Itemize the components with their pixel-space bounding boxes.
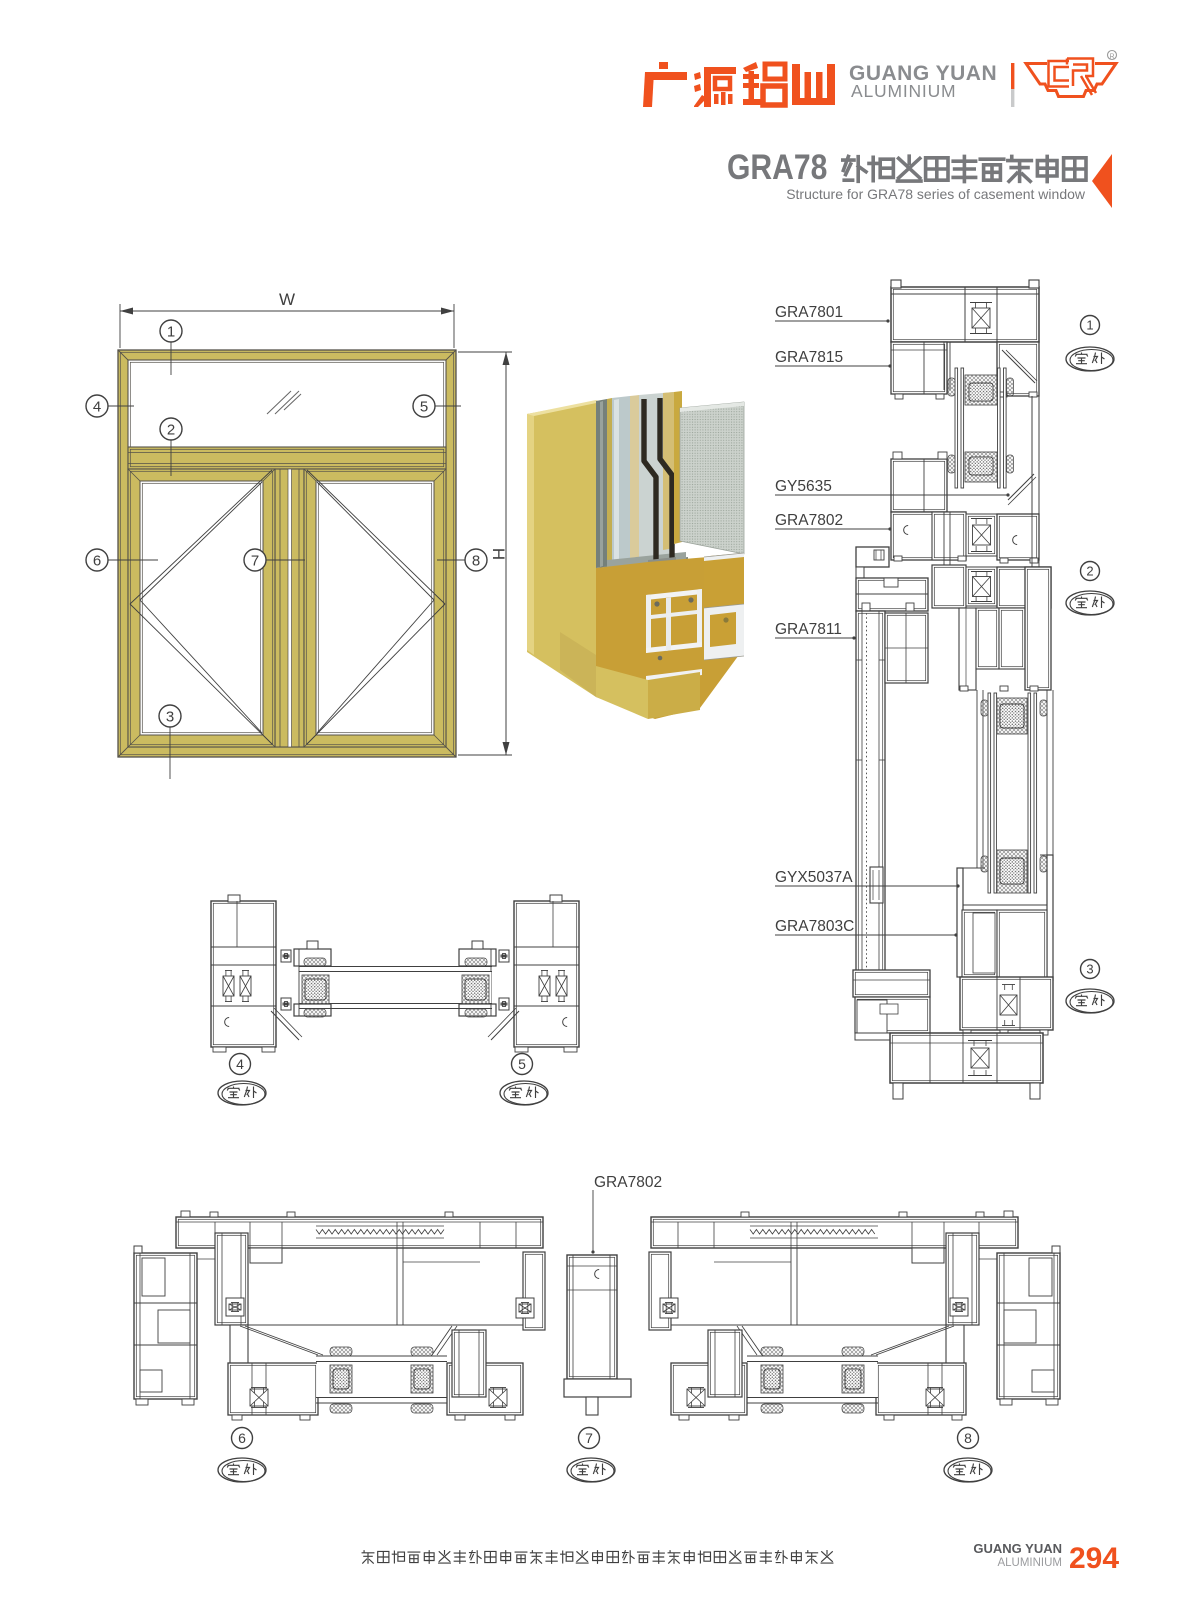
svg-text:8: 8 (964, 1430, 972, 1446)
svg-text:2: 2 (1086, 564, 1093, 579)
svg-text:ALUMINIUM: ALUMINIUM (997, 1557, 1062, 1569)
svg-text:Structure for GRA78 series of: Structure for GRA78 series of casement w… (786, 186, 1086, 202)
svg-text:3: 3 (166, 708, 174, 725)
svg-text:1: 1 (1086, 318, 1093, 333)
svg-text:ALUMINIUM: ALUMINIUM (851, 81, 956, 101)
svg-text:R: R (1109, 54, 1114, 61)
svg-text:8: 8 (472, 552, 480, 569)
svg-text:W: W (279, 290, 295, 309)
svg-text:4: 4 (93, 398, 101, 415)
svg-text:5: 5 (420, 398, 428, 415)
svg-text:GY5635: GY5635 (775, 478, 832, 495)
svg-text:GRA78: GRA78 (727, 147, 827, 187)
svg-text:GYX5037A: GYX5037A (775, 869, 853, 886)
svg-text:4: 4 (236, 1056, 244, 1072)
svg-text:GRA7802: GRA7802 (775, 512, 843, 529)
svg-text:3: 3 (1086, 962, 1093, 977)
svg-text:GUANG YUAN: GUANG YUAN (973, 1541, 1062, 1556)
svg-text:7: 7 (585, 1430, 593, 1446)
svg-text:GRA7803C: GRA7803C (775, 918, 854, 935)
svg-text:7: 7 (251, 552, 259, 569)
svg-text:H: H (489, 548, 508, 560)
svg-text:6: 6 (238, 1430, 246, 1446)
svg-text:2: 2 (167, 421, 175, 438)
svg-text:GRA7811: GRA7811 (775, 621, 842, 638)
svg-text:GRA7801: GRA7801 (775, 304, 843, 321)
svg-text:294: 294 (1069, 1542, 1119, 1575)
svg-text:GUANG YUAN: GUANG YUAN (849, 62, 997, 85)
svg-text:5: 5 (518, 1056, 526, 1072)
svg-text:GRA7802: GRA7802 (594, 1174, 662, 1191)
svg-text:1: 1 (167, 323, 175, 340)
svg-text:6: 6 (93, 552, 101, 569)
svg-text:GRA7815: GRA7815 (775, 349, 843, 366)
